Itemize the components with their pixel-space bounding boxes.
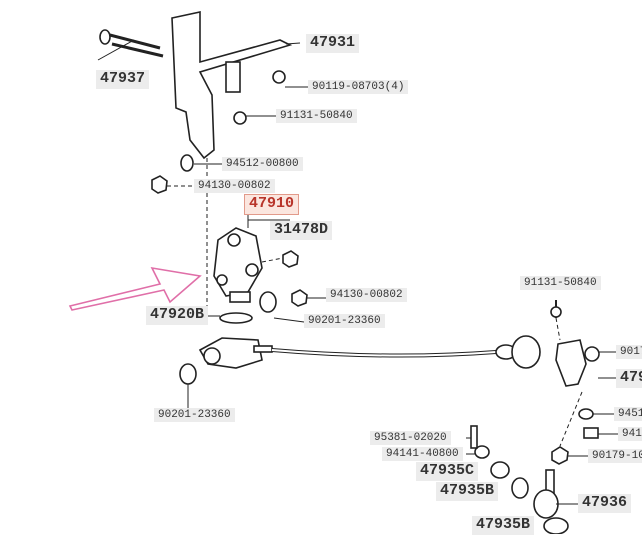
oring-47920b [219,312,253,324]
label-31478d: 31478D [270,221,333,240]
label-90179: 90179-10 [588,449,642,464]
lower-link-47936 [466,425,578,534]
label-9451: 9451 [614,407,642,422]
label-47935b-2: 47935B [472,516,535,535]
label-47935c: 47935C [416,462,479,481]
label-91131-right: 91131-50840 [520,276,601,291]
valve-47910 [213,227,263,303]
label-94512: 94512-00800 [222,157,303,172]
bolt-90119 [272,70,286,84]
label-47937: 47937 [96,70,150,89]
bolt-91131-top [233,111,247,125]
washer-90201-bottom [179,363,197,385]
washer-90201-mid [259,291,277,313]
label-479: 479 [616,369,642,388]
label-90201-mid: 90201-23360 [304,314,385,329]
nut-94130-top [151,175,168,194]
label-9017: 9017 [616,345,642,360]
label-47910: 47910 [244,194,300,215]
nut-94130-mid [291,289,308,307]
label-47920b: 47920B [146,306,209,325]
label-91131-top: 91131-50840 [276,109,357,124]
nut-31478d [282,250,299,268]
label-47935b-1: 47935B [436,482,499,501]
washer-94512 [180,154,194,172]
label-941: 941 [618,427,642,442]
label-94130-top: 94130-00802 [194,179,275,194]
bracket-47931 [171,11,301,160]
label-95381: 95381-02020 [370,431,451,446]
label-94141: 94141-40800 [382,447,463,462]
label-47931: 47931 [306,34,360,53]
callout-arrow [68,266,202,311]
bolt-47937 [97,29,164,61]
right-bracket [550,300,616,387]
link-rod [198,335,541,369]
label-94130-mid: 94130-00802 [326,288,407,303]
label-47936: 47936 [578,494,632,513]
label-90119: 90119-08703(4) [308,80,409,95]
label-90201-bottom: 90201-23360 [154,408,235,423]
